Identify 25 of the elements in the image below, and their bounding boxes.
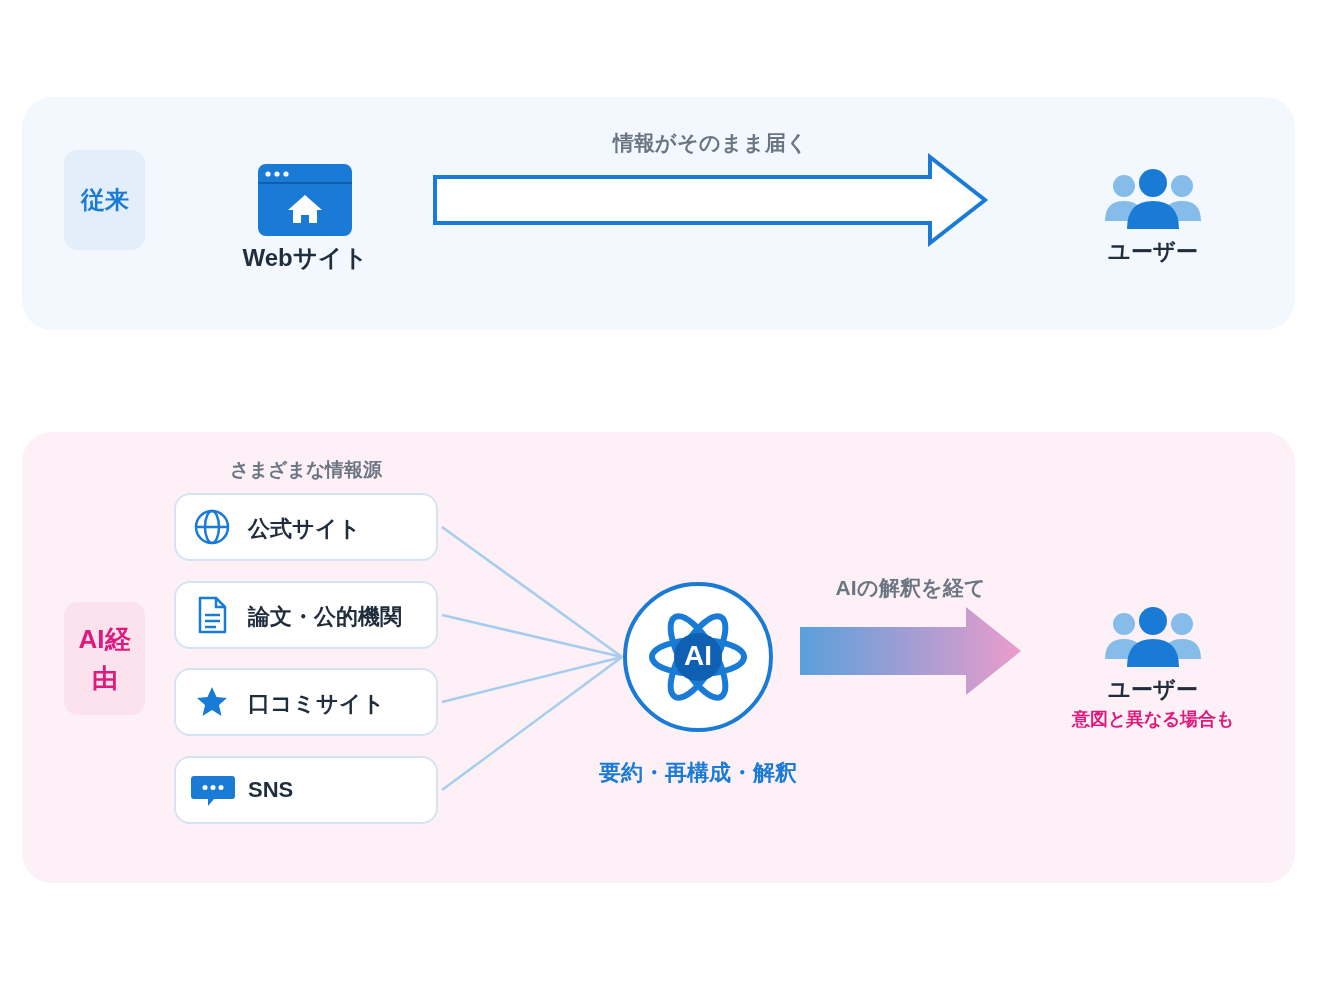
source-box: [174, 756, 438, 824]
edge-label: 情報がそのまま届く: [612, 130, 808, 156]
connector-line: [441, 655, 623, 704]
arrow: [800, 607, 1021, 695]
node-label: AI: [684, 640, 712, 672]
note-text: 意図と異なる場合も: [1072, 708, 1234, 731]
node-label: ユーザー: [1108, 238, 1198, 266]
node-label: ユーザー: [1108, 676, 1198, 704]
edge-label: AIの解釈を経て: [835, 575, 986, 601]
source-box: [174, 668, 438, 736]
connector-line: [441, 656, 623, 791]
source-box: [174, 493, 438, 561]
source-label: 公式サイト: [248, 515, 361, 543]
source-box: [174, 581, 438, 649]
source-label: SNS: [248, 777, 294, 803]
section-label: さまざまな情報源: [230, 458, 382, 482]
source-label: 口コミサイト: [248, 690, 385, 718]
arrow: [433, 152, 989, 248]
category-tag: AI経由: [64, 602, 145, 715]
connector-line: [441, 613, 623, 659]
connector-line: [441, 526, 623, 658]
caption-text: 要約・再構成・解釈: [599, 759, 797, 787]
category-tag: 従来: [64, 150, 145, 250]
node-label: Webサイト: [242, 243, 368, 273]
source-label: 論文・公的機関: [248, 603, 402, 631]
